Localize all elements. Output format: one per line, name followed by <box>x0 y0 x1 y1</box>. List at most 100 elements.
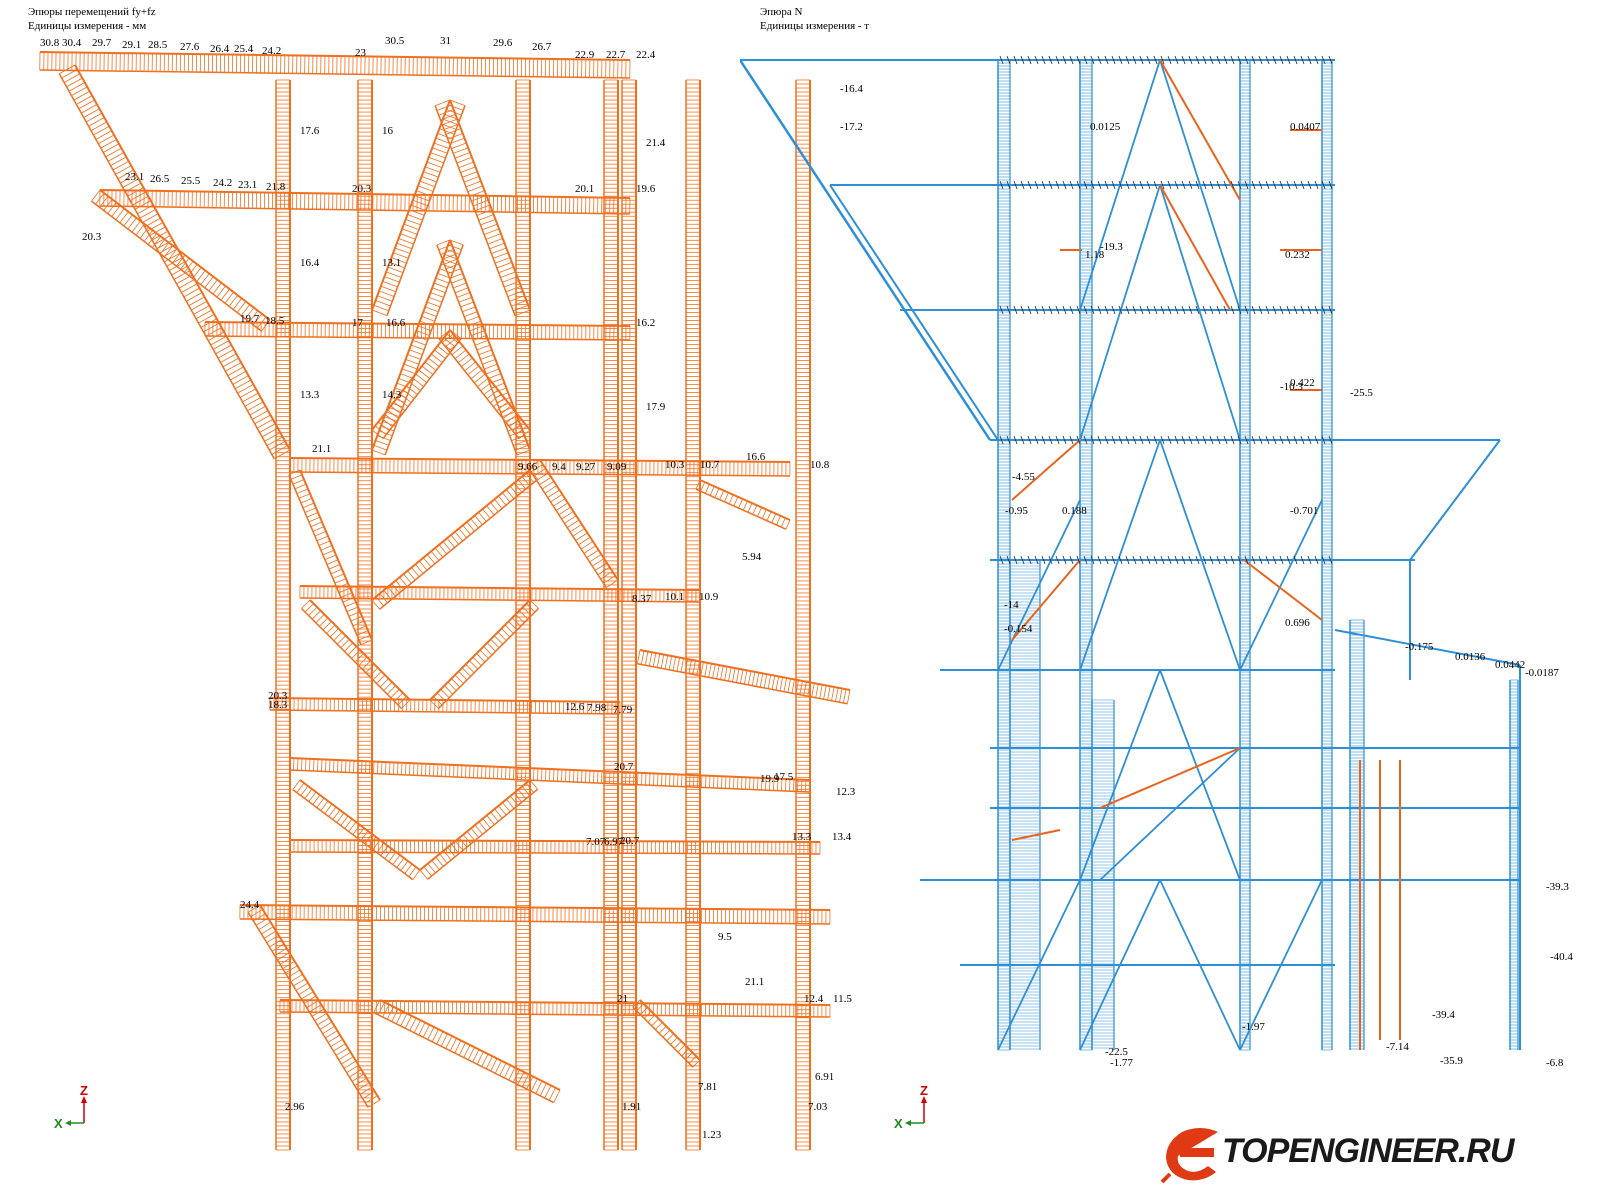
displacement-band <box>275 79 291 1151</box>
displacement-value: 20.7 <box>614 761 634 773</box>
displacement-band <box>515 79 531 1151</box>
displacement-value: 24.4 <box>240 899 260 911</box>
axial-force-value: 0.188 <box>1062 505 1087 517</box>
diagram-units: Единицы измерения - т <box>760 20 870 32</box>
displacement-band <box>292 779 421 881</box>
topengineer-logo: TOPENGINEER.RU <box>1160 1120 1580 1190</box>
displacement-band <box>685 79 701 1151</box>
axial-force-band <box>1509 679 1519 1050</box>
displacement-value: 23.1 <box>125 171 144 183</box>
member <box>829 184 999 441</box>
displacement-band <box>204 321 631 341</box>
displacement-value: 19.6 <box>636 183 656 195</box>
displacement-value: 13.1 <box>382 257 401 269</box>
displacement-value: 9.5 <box>718 931 732 943</box>
displacement-value: 10.9 <box>699 591 719 603</box>
displacement-value: 7.03 <box>808 1101 828 1113</box>
diagram-units: Единицы измерения - мм <box>28 20 147 32</box>
displacement-band <box>429 599 540 710</box>
member <box>1239 499 1323 671</box>
displacement-value: 9.09 <box>607 461 627 473</box>
axial-force-value: -17.2 <box>840 121 863 133</box>
displacement-value: 24.2 <box>213 177 232 189</box>
member <box>1159 184 1231 311</box>
member <box>1159 439 1241 671</box>
member <box>1159 879 1241 1051</box>
axial-force-value: -0.95 <box>1005 505 1028 517</box>
displacement-band <box>299 585 701 603</box>
axial-force-value: -0.175 <box>1405 641 1434 653</box>
axial-force-value: -1.77 <box>1110 1057 1133 1069</box>
member <box>1334 629 1521 666</box>
member <box>1079 439 1161 671</box>
member <box>1409 439 1501 561</box>
displacement-band <box>636 649 851 705</box>
member <box>1011 829 1061 841</box>
displacement-value: 16.6 <box>746 451 766 463</box>
structure-frame <box>740 55 1521 1051</box>
axial-force-value: 0.0136 <box>1455 651 1486 663</box>
displacement-band <box>269 697 621 715</box>
displacement-value: 1.91 <box>622 1101 641 1113</box>
axial-force-value: -0.0187 <box>1525 667 1559 679</box>
displacement-value: 19.7 <box>240 313 260 325</box>
displacement-value: 1.23 <box>702 1129 722 1141</box>
axial-force-value: 0.0407 <box>1290 121 1321 133</box>
displacement-value: 31 <box>440 35 451 47</box>
displacement-value: 21.1 <box>312 443 331 455</box>
displacement-band <box>91 189 271 332</box>
displacement-value: 30.5 <box>385 35 405 47</box>
displacement-value: 16.2 <box>636 317 655 329</box>
axial-force-value: 0.0442 <box>1495 659 1525 671</box>
axial-force-value: -0.154 <box>1004 623 1033 635</box>
member <box>740 59 992 441</box>
member <box>1159 669 1241 881</box>
displacement-band <box>795 79 811 1151</box>
displacement-band <box>438 329 531 440</box>
member <box>1239 879 1323 1051</box>
axial-force-value: -10.3 <box>1280 381 1303 393</box>
displacement-value: 5.94 <box>742 551 762 563</box>
displacement-value: 7.98 <box>587 702 607 714</box>
displacement-band <box>371 469 539 610</box>
displacement-value: 28.5 <box>148 39 168 51</box>
displacement-value: 26.5 <box>150 173 170 185</box>
displacement-value: 13.3 <box>792 831 812 843</box>
displacement-value: 9.66 <box>518 461 538 473</box>
displacement-band <box>239 904 831 925</box>
displacement-value: 20.7 <box>620 835 640 847</box>
displacement-value: 18.3 <box>268 699 288 711</box>
displacement-value: 2.96 <box>285 1101 305 1113</box>
displacement-value: 24.2 <box>262 45 281 57</box>
axial-force-value: -1.97 <box>1242 1021 1265 1033</box>
member <box>1079 669 1161 881</box>
member <box>1159 184 1241 441</box>
axial-force-value: -40.4 <box>1550 951 1573 963</box>
displacement-band <box>58 64 291 460</box>
member <box>1079 184 1161 441</box>
displacement-value: 17 <box>352 317 364 329</box>
displacement-diagram-panel: Эпюры перемещений fy+fz Единицы измерени… <box>28 6 856 1151</box>
displacement-value: 21 <box>617 993 628 1005</box>
member <box>997 499 1081 671</box>
displacement-band <box>39 51 631 79</box>
displacement-band <box>247 904 381 1108</box>
displacement-value: 22.4 <box>636 49 656 61</box>
displacement-value: 25.4 <box>234 43 254 55</box>
displacement-value: 12.6 <box>565 701 585 713</box>
axial-force-value: 0.0125 <box>1090 121 1121 133</box>
displacement-value: 10.7 <box>700 459 720 471</box>
beam-label-strips <box>999 55 1333 565</box>
displacement-value: 29.6 <box>493 37 513 49</box>
displacement-band <box>371 99 466 316</box>
axial-force-value: 0.696 <box>1285 617 1310 629</box>
displacement-value: 23 <box>355 47 367 59</box>
displacement-value: 10.8 <box>810 459 830 471</box>
diagram-title: Эпюра N <box>760 6 803 18</box>
displacement-value: 21.4 <box>646 137 666 149</box>
axial-force-band <box>997 59 1011 1051</box>
displacement-value: 20.3 <box>268 690 288 702</box>
displacement-band <box>621 79 637 1151</box>
displacement-value: 7.07 <box>586 836 606 848</box>
